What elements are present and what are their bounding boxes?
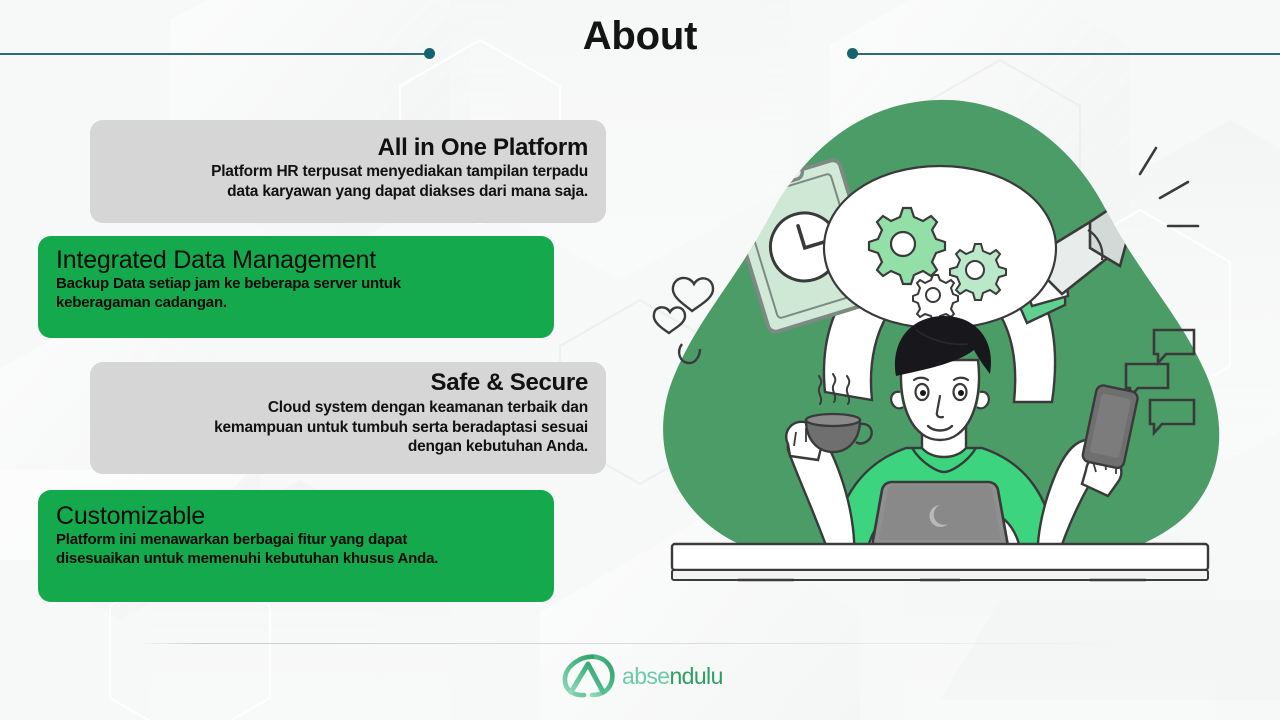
feature-card-body: Platform HR terpusat menyediakan tampila… — [211, 163, 588, 200]
coffee-cup-icon — [804, 373, 873, 454]
megaphone-sound-lines — [1138, 146, 1200, 228]
feature-card-all-in-one-platform[interactable]: All in One Platform Platform HR terpusat… — [90, 120, 606, 223]
absendulu-logo-mark — [562, 654, 615, 698]
decorative-rule-right-dot — [847, 48, 858, 59]
feature-card-integrated-data-management[interactable]: Integrated Data Management Backup Data s… — [38, 236, 554, 338]
gear-small — [912, 274, 959, 322]
feature-card-customizable[interactable]: Customizable Platform ini menawarkan ber… — [38, 490, 554, 602]
smartphone-icon — [1081, 384, 1139, 470]
gear-large — [867, 206, 947, 286]
footer-divider — [140, 643, 1140, 644]
logo-wordmark-dark: ndulu — [669, 663, 722, 689]
feature-card-body: Backup Data setiap jam ke beberapa serve… — [56, 275, 401, 311]
hearts-icon — [652, 276, 715, 365]
footer-logo[interactable]: absendulu — [556, 648, 736, 698]
laptop-icon — [870, 480, 1010, 548]
hair — [895, 316, 992, 376]
feature-card-body: Cloud system dengan keamanan terbaik dan… — [214, 399, 588, 456]
desk — [670, 542, 1210, 582]
logo-wordmark: absendulu — [622, 663, 723, 689]
feature-card-body: Platform ini menawarkan berbagai fitur y… — [56, 531, 439, 567]
logo-wordmark-light: abse — [622, 663, 669, 689]
page-title: About — [582, 14, 698, 58]
multitasking-person-illustration — [620, 92, 1260, 612]
laptop-logo — [929, 505, 948, 527]
gears-speech-bubble-icon — [822, 164, 1058, 367]
feature-card-title: Safe & Secure — [430, 369, 588, 397]
person-head — [890, 316, 992, 442]
feature-card-title: All in One Platform — [377, 133, 589, 161]
gear-medium — [949, 243, 1007, 301]
feature-card-safe-and-secure[interactable]: Safe & Secure Cloud system dengan keaman… — [90, 362, 606, 474]
decorative-rule-right — [852, 53, 1280, 55]
feature-card-title: Customizable — [56, 502, 206, 530]
decorative-rule-left — [0, 53, 430, 55]
feature-card-title: Integrated Data Management — [56, 246, 377, 274]
decorative-rule-left-dot — [424, 48, 435, 59]
